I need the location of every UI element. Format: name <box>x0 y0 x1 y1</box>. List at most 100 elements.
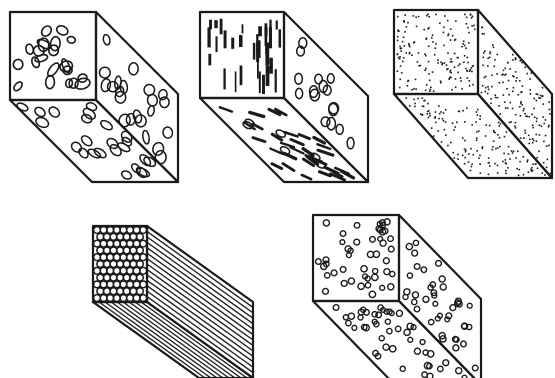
dot <box>522 85 524 87</box>
dot <box>505 159 507 161</box>
dot <box>455 78 457 80</box>
dot <box>438 105 440 107</box>
dot <box>459 63 461 65</box>
dot <box>507 62 509 64</box>
dot <box>434 117 436 119</box>
dot <box>537 167 539 169</box>
dot <box>540 97 542 99</box>
dot <box>546 145 548 147</box>
dot <box>501 74 503 76</box>
dot <box>413 99 415 101</box>
dot <box>479 118 481 120</box>
dot <box>451 89 453 91</box>
dot <box>497 97 499 99</box>
particle-circle <box>348 313 354 319</box>
particle-circle <box>354 223 360 229</box>
grain-ellipse <box>50 36 61 51</box>
dot <box>524 113 526 115</box>
dot <box>424 69 426 71</box>
dot <box>411 54 413 56</box>
dot <box>542 116 544 118</box>
dot <box>455 86 457 88</box>
grain-ellipse <box>315 74 323 84</box>
dot <box>504 74 506 76</box>
dot <box>528 116 530 118</box>
dot <box>515 127 517 129</box>
dot <box>521 62 523 64</box>
particle-circle <box>412 299 417 304</box>
dot <box>481 92 483 94</box>
dot <box>482 146 484 148</box>
grain-ellipse <box>16 102 29 113</box>
dot <box>496 54 498 56</box>
dot <box>463 40 465 42</box>
lamella <box>239 35 243 47</box>
dot <box>417 61 419 63</box>
lamella-streak <box>317 144 330 149</box>
dot <box>544 174 546 176</box>
grain-ellipse <box>99 119 114 132</box>
bottom-face <box>200 98 368 182</box>
dot <box>429 113 431 115</box>
dot <box>497 134 499 136</box>
dot <box>530 169 532 171</box>
dot <box>493 131 495 133</box>
grain-ellipse <box>105 136 120 150</box>
dot <box>435 43 437 45</box>
dot <box>506 88 508 90</box>
lamella <box>279 29 282 47</box>
dot <box>415 88 417 90</box>
particle-circle <box>422 372 427 377</box>
dot <box>399 56 401 58</box>
dot <box>418 16 420 18</box>
particle-circle <box>316 259 322 265</box>
grain-ellipse <box>158 89 168 101</box>
dot <box>479 163 481 165</box>
dot <box>461 46 463 48</box>
front-face <box>394 10 478 94</box>
dot <box>529 139 531 141</box>
grain-ellipse <box>67 36 76 44</box>
dot <box>401 72 403 74</box>
dot <box>529 78 531 80</box>
grain-ellipse <box>85 101 97 111</box>
dot <box>489 56 491 58</box>
lamella <box>269 27 272 49</box>
dot <box>403 57 405 59</box>
dot <box>548 145 550 147</box>
dot <box>465 149 467 151</box>
particle-circle <box>461 341 467 347</box>
dot <box>539 124 541 126</box>
dot <box>512 152 514 154</box>
dot <box>529 89 531 91</box>
lamella <box>266 66 270 86</box>
dot <box>503 70 505 72</box>
dot <box>520 103 522 105</box>
dot <box>523 174 525 176</box>
dot <box>399 78 401 80</box>
dot <box>543 123 545 125</box>
lamella-streak <box>285 132 298 136</box>
dot <box>491 86 493 88</box>
dot <box>471 17 473 19</box>
dot <box>471 163 473 165</box>
dot <box>443 27 445 29</box>
lamella-streak <box>283 164 294 171</box>
dot <box>499 113 501 115</box>
particle-circle <box>383 258 389 264</box>
dot <box>473 25 475 27</box>
particle-circle <box>456 368 462 374</box>
lamella-streak <box>291 139 303 144</box>
dot <box>454 66 456 68</box>
dot <box>429 89 431 91</box>
dot <box>415 16 417 18</box>
dot <box>439 113 441 115</box>
dot <box>416 26 418 28</box>
lamella-streak <box>253 138 265 142</box>
dot <box>450 72 452 74</box>
dot <box>468 32 470 34</box>
dot <box>536 118 538 120</box>
dot <box>444 129 446 131</box>
dot <box>508 94 510 96</box>
dot <box>408 80 410 82</box>
